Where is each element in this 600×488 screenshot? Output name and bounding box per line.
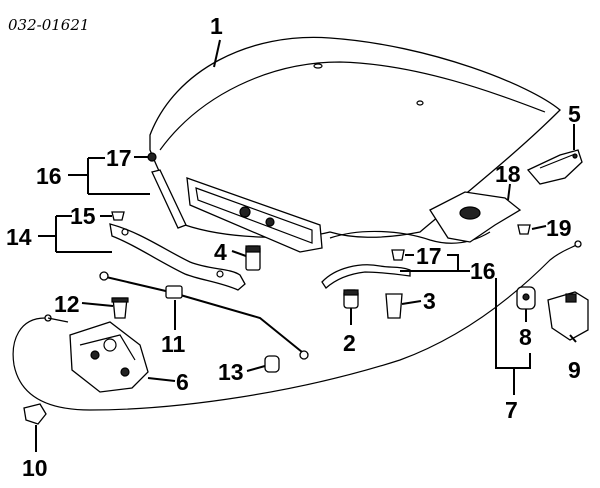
callout-12: 12	[54, 291, 80, 317]
callout-4: 4	[214, 239, 227, 265]
hood-front-stay	[109, 223, 246, 291]
release-cable	[12, 240, 582, 411]
callout-10: 10	[22, 455, 48, 481]
callout-14: 14	[6, 224, 32, 250]
bumper-4	[245, 245, 261, 271]
callout-2: 2	[343, 330, 356, 356]
grommet-8	[516, 286, 536, 310]
hood-seal-left	[151, 169, 187, 229]
clip-left	[147, 152, 157, 162]
callout-11: 11	[161, 331, 186, 357]
cap-13	[264, 355, 280, 373]
release-handle	[547, 291, 589, 341]
hood-latch	[69, 321, 149, 393]
callout-9: 9	[568, 357, 581, 383]
leader-lines	[35, 39, 577, 452]
callout-18: 18	[495, 161, 521, 187]
reference-code: 032-01621	[8, 16, 89, 34]
callout-6: 6	[176, 369, 189, 395]
hood-prop-rod	[99, 271, 309, 360]
callout-7: 7	[505, 397, 518, 423]
bumper-3	[385, 293, 403, 319]
clip-19	[517, 224, 531, 235]
hood-seal-right	[321, 264, 411, 289]
clip-10	[23, 403, 47, 425]
bumper-2	[343, 289, 359, 309]
callout-numbers: 1 5 17 16 18 15 19 14 4 17 16 12 3 8 11 …	[6, 13, 581, 481]
hood-panel	[149, 36, 561, 253]
callout-15: 15	[70, 203, 96, 229]
callout-17-right: 17	[416, 243, 442, 269]
callout-3: 3	[423, 288, 436, 314]
callout-17-left: 17	[106, 145, 132, 171]
callout-1: 1	[210, 13, 223, 39]
callout-8: 8	[519, 324, 532, 350]
callout-5: 5	[568, 101, 581, 127]
clip-15	[111, 211, 125, 221]
callout-16-left: 16	[36, 163, 62, 189]
clip-17-right	[391, 249, 405, 261]
callout-13: 13	[218, 359, 244, 385]
callout-19: 19	[546, 215, 572, 241]
latch-bracket	[429, 191, 522, 243]
clip-12	[111, 297, 129, 319]
hood-hinge	[526, 149, 583, 185]
callout-16-right: 16	[470, 258, 496, 284]
